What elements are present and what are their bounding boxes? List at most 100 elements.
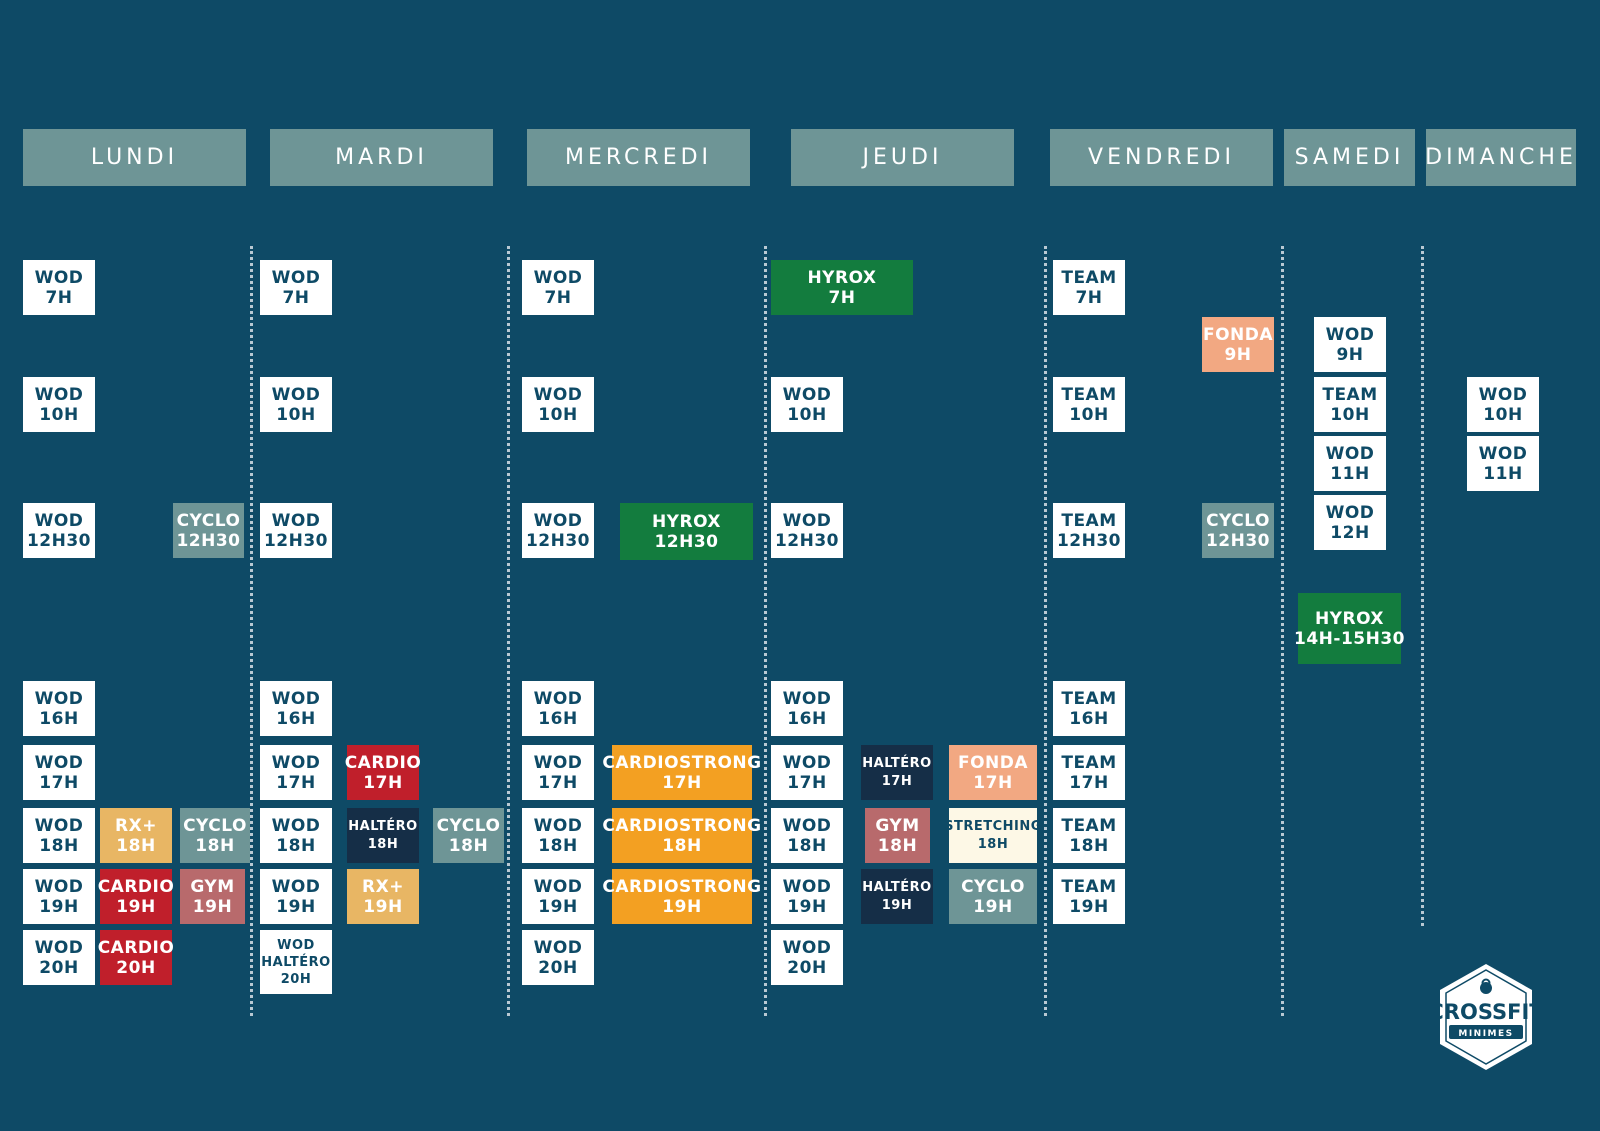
- class-time: 18H: [1069, 835, 1109, 856]
- class-time: 18H: [538, 835, 578, 856]
- class-time: 17H: [538, 772, 578, 793]
- class-name: HALTÉRO: [261, 954, 331, 970]
- class-name: TEAM: [1061, 267, 1117, 288]
- class-time: 10H: [1069, 404, 1109, 425]
- class-name: WOD: [34, 937, 84, 958]
- class-time: 9H: [1336, 344, 1364, 365]
- logo-ribbon: [1449, 1025, 1523, 1039]
- logo-hexagon-inner: [1445, 969, 1527, 1065]
- class-name: CARDIO: [97, 876, 175, 897]
- class-name: CYCLO: [961, 876, 1025, 897]
- class-name: HALTÉRO: [862, 879, 932, 895]
- class-name: WOD: [782, 510, 832, 531]
- class-name: CARDIOSTRONG: [602, 815, 762, 836]
- class-time: 19H: [662, 896, 702, 917]
- class-time: 12H30: [525, 530, 591, 551]
- class-time: 19H: [39, 896, 79, 917]
- class-time: 11H: [1483, 463, 1523, 484]
- class-time: 20H: [39, 957, 79, 978]
- class-time: 18H: [276, 835, 316, 856]
- class-name: WOD: [271, 267, 321, 288]
- class-time: 10H: [276, 404, 316, 425]
- class-name: WOD: [533, 384, 583, 405]
- class-time: 10H: [1330, 404, 1370, 425]
- class-time: 19H: [538, 896, 578, 917]
- class-name: HYROX: [807, 267, 877, 288]
- class-name: RX+: [115, 815, 157, 836]
- class-name: WOD: [271, 384, 321, 405]
- class-name: FONDA: [957, 752, 1029, 773]
- class-time: 12H30: [774, 530, 840, 551]
- class-time: 9H: [1224, 344, 1252, 365]
- class-time: 19H: [881, 897, 913, 913]
- class-name: WOD: [277, 937, 315, 953]
- class-time: 17H: [787, 772, 827, 793]
- class-name: WOD: [533, 876, 583, 897]
- class-time: 12H: [1330, 522, 1370, 543]
- class-name: CYCLO: [436, 815, 501, 836]
- class-name: HYROX: [1314, 608, 1385, 629]
- class-name: WOD: [533, 937, 583, 958]
- class-time: 17H: [973, 772, 1013, 793]
- class-name: WOD: [533, 510, 583, 531]
- class-time: 18H: [448, 835, 489, 856]
- class-name: CYCLO: [183, 815, 247, 836]
- day-header-mercredi: MERCREDI: [527, 129, 750, 186]
- class-name: TEAM: [1061, 752, 1117, 773]
- class-time: 18H: [877, 835, 918, 856]
- class-time: 20H: [280, 971, 312, 987]
- class-name: WOD: [34, 752, 84, 773]
- day-header-dimanche: DIMANCHE: [1425, 129, 1576, 186]
- class-time: 16H: [787, 708, 827, 729]
- class-name: GYM: [190, 876, 235, 897]
- class-name: WOD: [34, 267, 84, 288]
- class-time: 17H: [276, 772, 316, 793]
- class-name: CARDIOSTRONG: [602, 752, 762, 773]
- class-time: 10H: [39, 404, 79, 425]
- class-time: 18H: [39, 835, 79, 856]
- class-time: 7H: [1075, 287, 1103, 308]
- class-time: 18H: [787, 835, 827, 856]
- day-divider: [250, 246, 253, 1016]
- class-time: 16H: [1069, 708, 1109, 729]
- class-name: TEAM: [1061, 384, 1117, 405]
- class-time: 10H: [538, 404, 578, 425]
- class-name: WOD: [782, 937, 832, 958]
- class-name: WOD: [271, 510, 321, 531]
- class-time: 18H: [662, 835, 702, 856]
- class-name: WOD: [1325, 324, 1375, 345]
- class-name: RX+: [362, 876, 404, 897]
- class-time: 12H30: [654, 531, 719, 552]
- class-name: CARDIOSTRONG: [602, 876, 762, 897]
- day-header-mardi: MARDI: [270, 129, 493, 186]
